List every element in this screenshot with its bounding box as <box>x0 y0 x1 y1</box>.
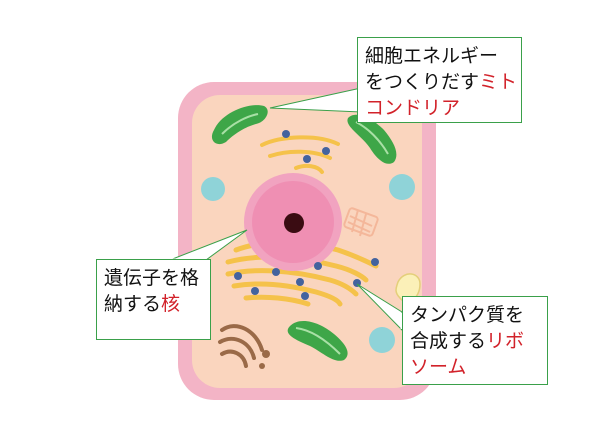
callout-nucleus: 遺伝子を格 納する核 <box>96 259 211 340</box>
nucleolus <box>284 213 304 233</box>
callout-nucleus-term: 核 <box>161 293 181 315</box>
ribosome <box>251 287 259 295</box>
callout-mitochondria: 細胞エネルギー をつくりだすミト コンドリア <box>357 37 522 123</box>
mitochondrion <box>211 105 268 145</box>
callout-ribosome-term-part1: リボ <box>486 330 525 352</box>
vacuole <box>369 327 395 353</box>
golgi-body <box>218 324 270 369</box>
callout-mitochondria-line2-text: をつくりだす <box>365 71 480 93</box>
mitochondrion <box>347 114 397 164</box>
ribosome <box>322 147 330 155</box>
ribosomes <box>234 130 379 300</box>
ribosome <box>296 278 304 286</box>
vacuole <box>201 177 225 201</box>
callout-ribosome-line2: 合成するリボ <box>410 328 547 354</box>
callout-mitochondria-term-part2: コンドリア <box>365 97 461 119</box>
callout-ribosome: タンパク質を 合成するリボ ソーム <box>402 296 548 385</box>
golgi-apparatus <box>260 135 340 174</box>
callout-ribosome-term-part2: ソーム <box>410 356 467 378</box>
mitochondrion <box>287 320 348 361</box>
ribosome <box>314 262 322 270</box>
centrosome <box>343 207 379 237</box>
vacuole <box>389 174 415 200</box>
callout-nucleus-line2: 納する核 <box>104 291 210 317</box>
callout-ribosome-line2-text: 合成する <box>410 330 487 352</box>
ribosome <box>371 258 379 266</box>
ribosome <box>234 272 242 280</box>
ribosome <box>282 130 290 138</box>
callout-nucleus-line1: 遺伝子を格 <box>104 267 200 289</box>
callout-nucleus-line2-text: 納する <box>104 293 162 315</box>
ribosome <box>303 155 311 163</box>
ribosome <box>272 268 280 276</box>
callout-mitochondria-line1: 細胞エネルギー <box>365 45 499 67</box>
callout-ribosome-line1: タンパク質を <box>410 304 525 326</box>
callout-mitochondria-line2: をつくりだすミト <box>365 69 521 95</box>
callout-mitochondria-term-part1: ミト <box>479 71 518 93</box>
ribosome <box>301 292 309 300</box>
